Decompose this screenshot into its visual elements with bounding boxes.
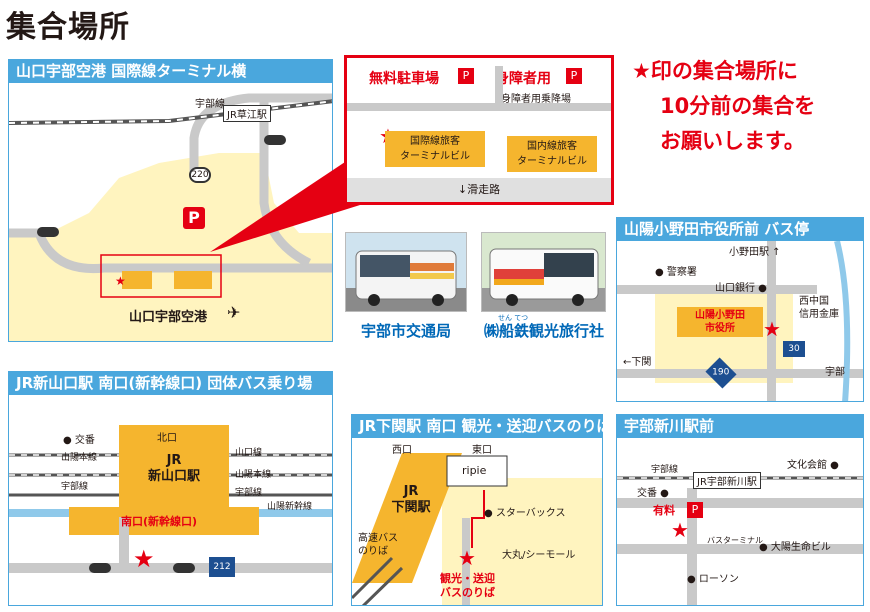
ube-shinkawa-map: 文化会館 ● 宇部線 JR宇部新川駅 交番 ● 有料 P ★ バスターミナル ●… — [616, 437, 864, 606]
airport-label: 山口宇部空港 — [129, 310, 208, 325]
station-label: JR宇部新川駅 — [693, 472, 761, 489]
ube-airport-heading: 山口宇部空港 国際線ターミナル横 — [8, 59, 333, 83]
road — [347, 103, 611, 111]
sanyo-line-label: 山陽本線 — [61, 453, 98, 463]
east-exit-label: 東口 — [472, 445, 492, 456]
accessible-parking-label: 身障者用 — [495, 71, 551, 87]
route-30-sign: 30 — [783, 341, 805, 357]
route-212-sign: 212 — [209, 557, 235, 577]
traffic-light-icon — [89, 563, 111, 573]
road — [495, 66, 503, 111]
highway-bus-label: 高速バス のりば — [358, 533, 398, 557]
runway-label: ↓滑走路 — [347, 178, 611, 202]
daimaru-label: 大丸/シーモール — [502, 550, 576, 561]
kusae-station-label: JR草江駅 — [223, 105, 271, 122]
traffic-light-icon — [37, 227, 59, 237]
shinkansen-label: 山陽新幹線 — [267, 502, 313, 512]
station-label: JR 新山口駅 — [147, 453, 200, 484]
yamaguchi-bank-label: 山口銀行 ● — [715, 283, 767, 294]
notice-line-3: お願いします。 — [660, 129, 805, 153]
meeting-star-icon: ★ — [671, 518, 689, 542]
parking-icon: P — [458, 68, 474, 84]
west-exit-label: 西口 — [392, 445, 412, 456]
ube-shinkawa-heading: 宇部新川駅前 — [616, 414, 864, 438]
bus-terminal-label: バスターミナル — [707, 536, 763, 545]
intl-terminal: 国際線旅客 ターミナルビル — [385, 131, 485, 167]
notice-line-2: 10分前の集合を — [660, 94, 816, 118]
parking-icon: P — [566, 68, 582, 84]
funatetsu-bus-caption: ㈱船鉄観光旅行社 — [483, 322, 604, 340]
sanyo-onoda-heading: 山陽小野田市役所前 バス停 — [616, 217, 864, 241]
traffic-light-icon — [173, 563, 195, 573]
meeting-star-icon: ★ — [458, 546, 476, 570]
zoom-callout-triangle — [210, 160, 360, 252]
free-parking-label: 無料駐車場 — [369, 71, 439, 87]
shin-yamaguchi-heading: JR新山口駅 南口(新幹線口) 団体バス乗り場 — [8, 371, 333, 395]
koban-label: 交番 ● — [637, 488, 669, 499]
traffic-light-icon — [264, 135, 286, 145]
paid-parking-label: 有料 — [653, 504, 675, 517]
ripie-label: ripie — [462, 464, 487, 477]
lawson-label: ● ローソン — [687, 574, 739, 585]
accessible-boarding-label: 身障者用乗降場 — [501, 94, 571, 105]
police-label: ● 警察署 — [655, 267, 697, 278]
meeting-star-icon: ★ — [763, 317, 781, 341]
parking-icon: P — [183, 207, 205, 229]
route-220-sign: 220 — [189, 167, 211, 183]
terminal-inset: 無料駐車場 P 身障者用 P 身障者用乗降場 ★ 国際線旅客 ターミナルビル 国… — [344, 55, 614, 205]
shin-yamaguchi-map: ● 交番 山陽本線 宇部線 山口線 山陽本線 宇部線 山陽新幹線 北口 JR 新… — [8, 394, 333, 606]
south-exit-label: 南口(新幹線口) — [121, 515, 198, 528]
shimonoseki-heading: JR下関駅 南口 観光・送迎バスのりば — [351, 414, 603, 438]
ube-line-label: 宇部線 — [651, 465, 679, 475]
meeting-notice: ★印の集合場所に 10分前の集合を お願いします。 — [632, 54, 867, 159]
koban-label: ● 交番 — [63, 435, 95, 446]
station-label: JR 下関駅 — [391, 484, 431, 515]
funatetsu-bus-photo — [481, 232, 606, 312]
parking-icon: P — [687, 502, 703, 518]
ube-line-label: 宇部線 — [61, 482, 89, 492]
to-shimonoseki-label: ←下関 — [623, 357, 652, 368]
ube-line-label: 宇部線 — [195, 99, 225, 110]
airplane-icon: ✈ — [227, 303, 241, 322]
meeting-star-icon: ★ — [133, 545, 155, 573]
ube-bus-photo — [345, 232, 467, 312]
onoda-station-label: 小野田駅 ↑ — [729, 247, 781, 258]
domestic-terminal: 国内線旅客 ターミナルビル — [507, 136, 597, 172]
shinkin-label: 西中国 信用金庫 — [799, 296, 839, 320]
meeting-star-icon: ★ — [115, 274, 126, 288]
sanyo-onoda-map: 小野田駅 ↑ ● 警察署 山口銀行 ● 西中国 信用金庫 山陽小野田 市役所 ★… — [616, 240, 864, 402]
ube-bus-caption: 宇部市交通局 — [360, 322, 451, 340]
yamaguchi-line-label: 山口線 — [235, 448, 263, 458]
ube-line-label: 宇部線 — [235, 488, 263, 498]
funatetsu-ruby: せん てつ — [498, 314, 529, 322]
notice-line-1: ★印の集合場所に — [632, 59, 798, 83]
pickup-label: 観光・送迎 バスのりば — [440, 572, 495, 599]
to-ube-label: 宇部 — [825, 367, 845, 378]
sanyo-line-label: 山陽本線 — [235, 470, 272, 480]
city-hall: 山陽小野田 市役所 — [677, 307, 763, 337]
shimonoseki-map: 西口 東口 ripie JR 下関駅 高速バス のりば ● スターバックス 大丸… — [351, 437, 603, 606]
north-exit-label: 北口 — [157, 433, 177, 444]
starbucks-label: ● スターバックス — [484, 508, 566, 519]
bunka-label: 文化会館 ● — [787, 460, 839, 471]
page-title: 集合場所 — [6, 10, 130, 45]
taiyo-label: ● 大陽生命ビル — [759, 542, 831, 553]
